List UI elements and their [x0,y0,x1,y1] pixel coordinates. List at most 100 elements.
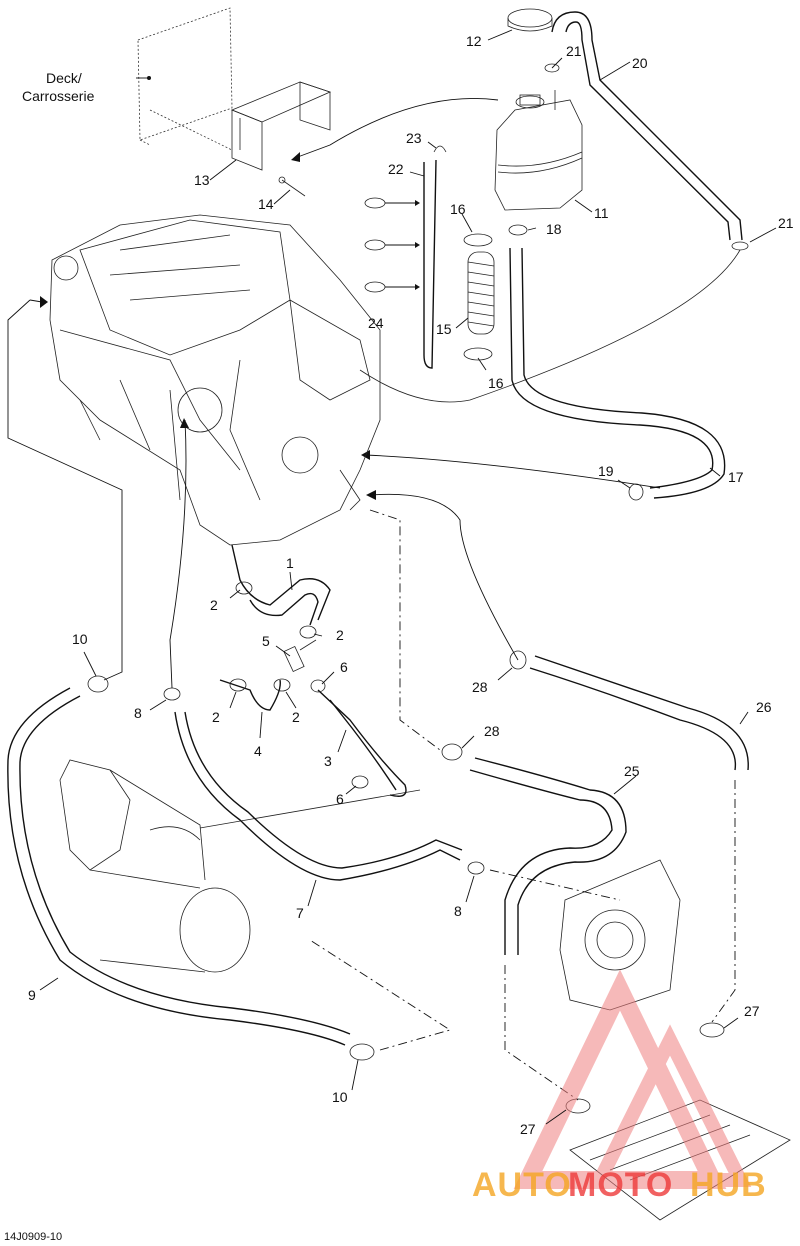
clamps-24 [364,197,420,293]
clamp-2a [235,581,253,595]
clamp-2c [229,678,247,692]
dash-26-27 [711,780,736,1023]
callout-27b: 27 [520,1121,536,1137]
hose-25-inner [474,757,627,955]
callout-19: 19 [598,463,614,479]
clamp-6b [351,775,369,789]
callout-28a: 28 [472,679,488,695]
callout-9: 9 [28,987,36,1003]
clamp-2d [273,678,291,692]
leader-left-frame [7,299,123,681]
hose-7-leader [169,419,187,689]
coolant-tank-11 [494,90,583,211]
muffler-line [199,789,421,829]
dash-7 [489,869,621,901]
callout-6b-text: 6 [336,791,344,807]
callout-6a: 6 [340,659,348,675]
dash-9-10 [309,939,452,1051]
hose-17-inner [521,247,726,499]
callout-5: 5 [262,633,270,649]
hose-4 [219,679,281,711]
screw-14 [278,176,306,197]
clamp-19 [628,483,644,501]
callout-2a: 2 [210,597,218,613]
deck-label-sub: Carrosserie [22,88,95,104]
callout-21a: 21 [566,43,582,59]
clamp-18 [508,224,528,236]
bracket-13 [230,81,332,171]
figure-code: 14J0909-10 [4,1231,62,1243]
clamp-10b [349,1043,375,1061]
clamp-6a [310,679,326,693]
arrow-17-engine [364,454,661,489]
callout-14: 14 [258,196,274,212]
deck-dotted-line [149,109,233,151]
callout-10b: 10 [332,1089,348,1105]
callout-leaders [39,29,777,1125]
clamp-16b [463,347,493,361]
clamp-8b [467,861,485,875]
clamp-2b [299,625,317,639]
hose-17 [509,247,714,489]
callout-7: 7 [296,905,304,921]
callout-10a: 10 [72,631,88,647]
hose-20-inner [565,21,731,241]
clamp-21b [731,241,749,251]
callout-25-final: 25 [624,763,640,779]
watermark-auto: AUTO [472,1166,572,1204]
callout-13: 13 [194,172,210,188]
callout-labels: Deck/ Carrosserie 13 14 12 21 20 21 11 1… [4,33,794,1243]
muffler [59,759,251,973]
callout-4: 4 [254,743,262,759]
callout-12: 12 [466,33,482,49]
callout-2c: 2 [212,709,220,725]
hose-26-inner [534,655,749,771]
spring-15 [467,251,495,335]
jet-pump-housing [559,859,681,1011]
hose-9-inner [19,695,351,1035]
clamp-27a [699,1022,725,1038]
hose-20-return [359,249,741,403]
clamp-28b [441,743,463,761]
hose-9 [7,687,346,1046]
callout-16b: 16 [488,375,504,391]
deck-label: Deck/ [46,70,82,86]
hose-20 [551,11,743,241]
callout-3: 3 [324,753,332,769]
watermark-hub: HUB [690,1166,767,1204]
callout-28b: 28 [484,723,500,739]
callout-22: 22 [388,161,404,177]
hose-26 [529,667,737,771]
hose-3-inner [329,699,397,791]
callout-18: 18 [546,221,562,237]
hose-1 [231,544,331,621]
clamp-28a [509,650,527,670]
callout-23: 23 [406,130,422,146]
callout-20: 20 [632,55,648,71]
callout-2d: 2 [292,709,300,725]
watermark-logo [513,969,752,1189]
cap-12 [507,8,553,32]
hose-22 [423,159,437,369]
leader-26-engine [369,493,519,661]
deck-panel [137,7,233,146]
callout-24: 24 [368,315,384,331]
clamp-16a [463,233,493,247]
hose-25 [469,769,613,955]
arrow-tank-bracket [294,98,499,159]
callout-21b: 21 [778,215,794,231]
callout-27a: 27 [744,1003,760,1019]
clamp-23 [433,145,447,153]
hose-7 [174,711,461,881]
engine-block [49,214,381,546]
watermark-moto: MOTO [568,1166,673,1204]
dash-28 [369,509,441,751]
clamp-21a [544,63,560,73]
callout-15: 15 [436,321,452,337]
hose-7-inner [184,711,463,869]
watermark-text: AUTO MOTO HUB [472,1166,767,1204]
callout-17: 17 [728,469,744,485]
callout-8a-final: 8 [134,705,142,721]
